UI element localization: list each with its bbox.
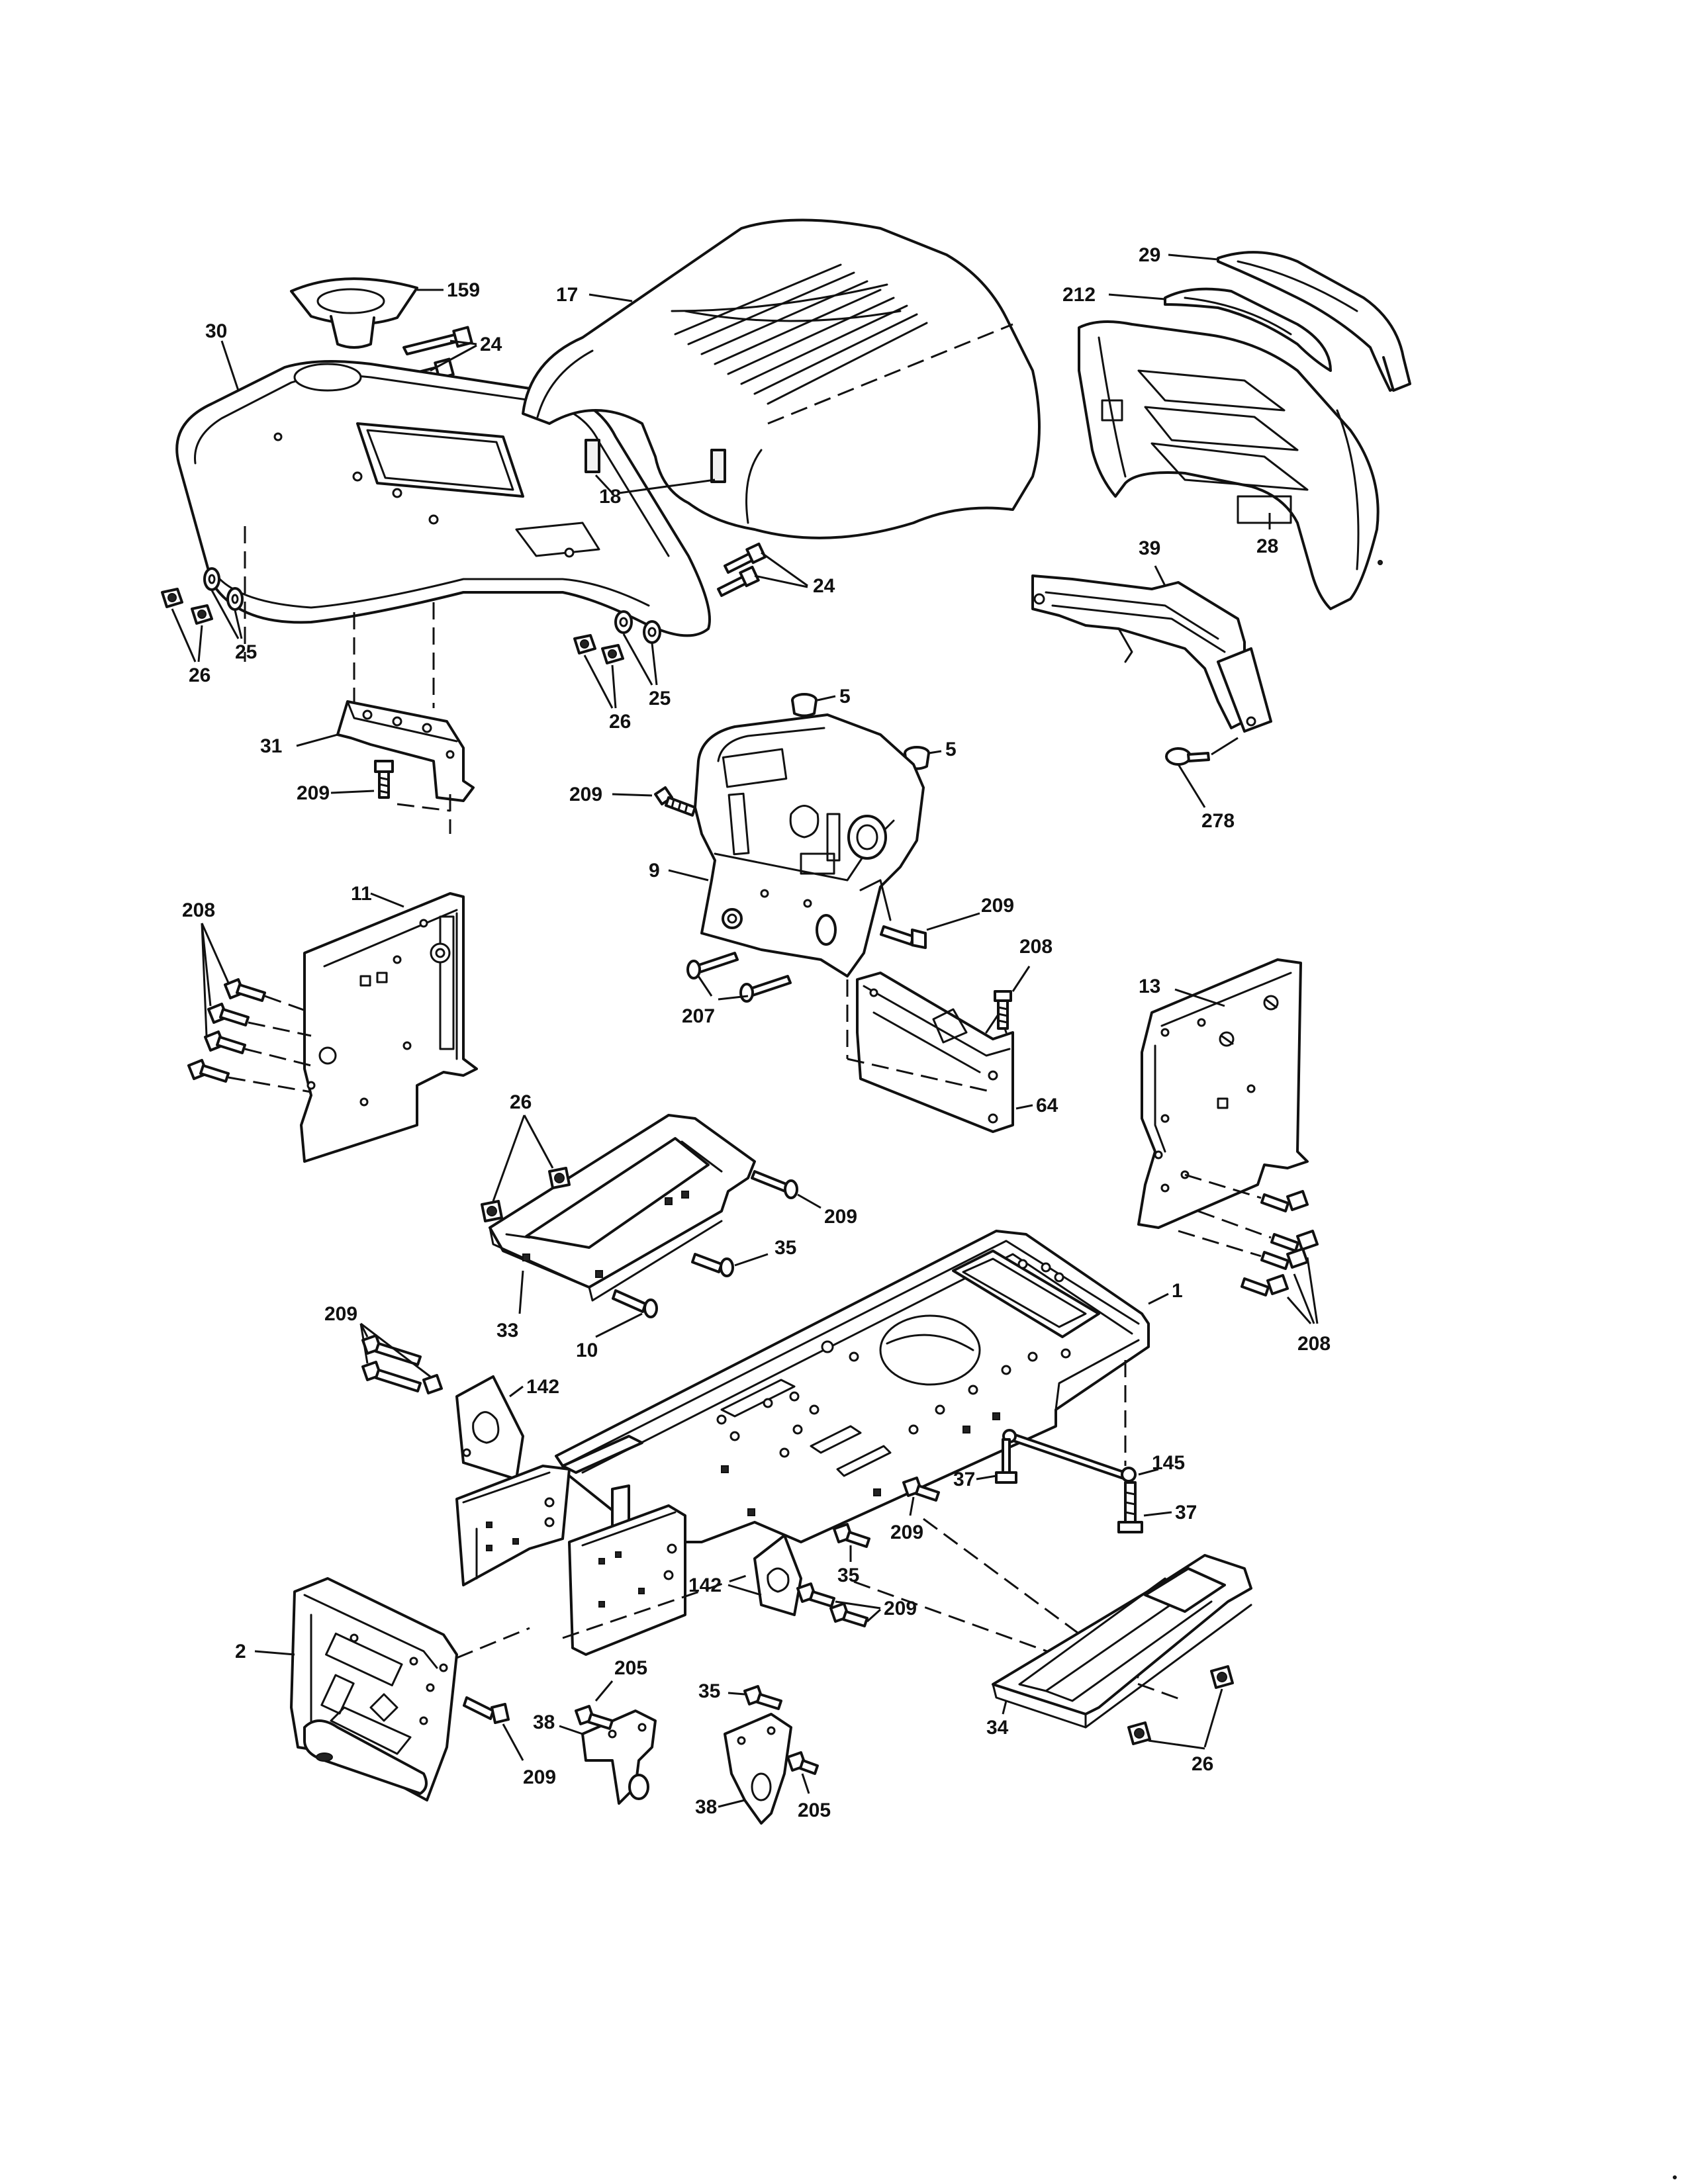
part-bracket-31 [336,700,475,802]
bolts-24-middle [717,542,767,597]
label-5-right: 5 [945,739,957,760]
bolt-209-dash-right [880,925,927,949]
part-lift-bracket-right [724,1713,792,1825]
part-lift-bracket-left [581,1709,657,1805]
label-278: 278 [1201,810,1235,832]
label-208-right: 208 [1297,1333,1331,1355]
label-28: 28 [1256,535,1278,557]
label-159: 159 [447,279,480,301]
label-39: 39 [1139,537,1160,559]
part-bracket-64 [856,972,1014,1133]
label-24-middle: 24 [813,575,835,597]
label-11: 11 [351,883,372,905]
label-9: 9 [649,860,660,882]
part-footrest-left [489,1114,756,1302]
label-209-footrest: 209 [824,1206,857,1228]
bolt-205-left [575,1705,614,1730]
label-205-right: 205 [798,1799,831,1821]
part-trim-strip [1164,287,1332,372]
label-38-left: 38 [533,1711,555,1733]
label-208-bracket64: 208 [1019,936,1053,958]
label-29: 29 [1139,244,1160,266]
part-hood-bracket [1031,574,1272,733]
part-main-frame [555,1230,1150,1543]
part-hood-trim [1217,251,1411,392]
screws-207 [686,952,792,1003]
label-26-footrest: 26 [510,1091,532,1113]
label-207: 207 [682,1005,715,1027]
label-18: 18 [599,486,621,508]
label-212: 212 [1062,284,1096,306]
label-26-footrest-right: 26 [1192,1753,1213,1775]
bolt-35-footrest [691,1253,734,1277]
part-side-plate-left [300,892,478,1163]
label-209-dash-left: 209 [569,784,602,805]
part-dash-panel [694,713,925,978]
label-24-top: 24 [480,334,502,355]
part-push-rivet [1165,747,1210,766]
label-142-left: 142 [526,1376,559,1398]
part-bracket-142-left [455,1375,524,1480]
label-2: 2 [235,1641,246,1662]
label-205-left: 205 [614,1657,647,1679]
label-145: 145 [1152,1452,1185,1474]
label-31: 31 [260,735,282,757]
label-35-lower: 35 [698,1680,720,1702]
nuts-washers-left [161,567,244,625]
part-front-plate [290,1577,458,1801]
bolt-10 [612,1289,658,1318]
bolt-209-frame-mid [902,1477,940,1502]
label-209-frame-left: 209 [324,1303,357,1325]
part-hood-pads [585,439,726,483]
label-26-left: 26 [189,664,211,686]
part-fender [175,360,711,637]
nuts-washers-middle [573,610,661,664]
label-38-right: 38 [695,1796,717,1818]
label-26-middle: 26 [609,711,631,733]
bolts-208-left [187,978,266,1083]
label-33: 33 [496,1320,518,1342]
label-209-bracket142: 209 [884,1598,917,1619]
bolt-209-footrest [751,1170,798,1199]
bolts-208-right [1241,1190,1319,1297]
bolt-209-bracket [374,760,394,799]
label-37-left: 37 [953,1469,975,1490]
label-37-right: 37 [1175,1502,1197,1524]
bolt-35-lower [743,1685,782,1710]
part-fuel-cap-cover [290,277,418,349]
label-209-front-plate: 209 [523,1766,556,1788]
label-25-left: 25 [235,641,257,663]
label-209-frame-mid: 209 [890,1522,923,1543]
bolt-209-dash-left [654,786,696,817]
part-axle-plate-left [455,1465,571,1586]
bolts-209-bracket142 [796,1582,868,1627]
part-axle-plate-middle [568,1504,686,1656]
part-side-plate-right [1137,958,1309,1229]
label-64: 64 [1036,1095,1058,1116]
label-35-footrest: 35 [774,1237,796,1259]
bolt-205-right [786,1751,819,1775]
label-25-middle: 25 [649,688,671,709]
bolt-208-bracket64 [994,990,1012,1030]
label-13: 13 [1139,976,1160,997]
label-209-dash-right: 209 [981,895,1014,917]
part-bracket-142-right [753,1534,802,1616]
part-footrest-right [992,1554,1252,1729]
label-10: 10 [576,1340,598,1361]
label-208-left: 208 [182,899,215,921]
label-5-top: 5 [839,686,851,707]
bolt-209-front-plate [463,1696,510,1724]
bolt-35-frame [833,1523,870,1548]
nuts-26-footrest-right [1127,1665,1234,1745]
label-34: 34 [986,1717,1009,1739]
label-1: 1 [1172,1280,1183,1302]
bolts-209-frame-left [361,1334,443,1394]
label-209-bracket: 209 [297,782,330,804]
label-30: 30 [205,320,227,342]
part-linkage-145 [995,1429,1143,1533]
label-17: 17 [556,284,578,306]
part-grille [1078,320,1380,610]
nuts-26-footrest [481,1167,571,1222]
